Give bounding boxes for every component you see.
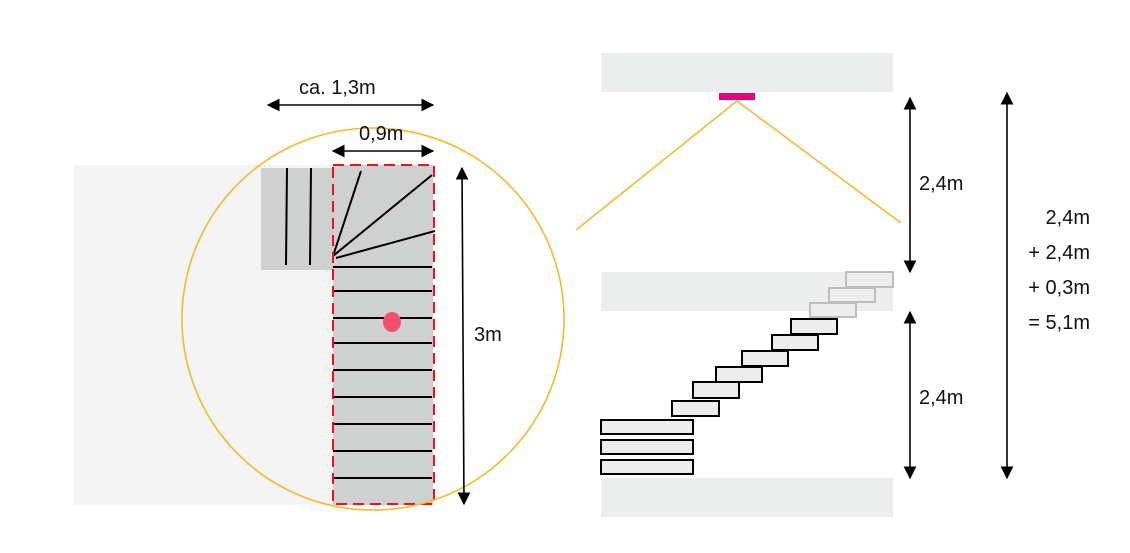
sum-line: + 2,4m: [1028, 242, 1090, 264]
stair-step: [600, 459, 694, 475]
stair-step: [809, 302, 857, 318]
stair-step: [845, 271, 894, 288]
lower-height-label: 2,4m: [919, 387, 963, 409]
landing-treads: [285, 167, 312, 266]
stair-step: [671, 400, 720, 417]
stair-width-label: 0,9m: [359, 123, 403, 145]
stair-run: [333, 165, 433, 505]
ceiling-slab: [601, 53, 893, 92]
light-cone: [575, 99, 902, 231]
section-view: 2,4m 2,4m 2,4m + 2,4m + 0,3m = 5,1m: [575, 53, 1090, 517]
sum-line: 2,4m: [1046, 207, 1090, 229]
stair-step: [600, 419, 694, 435]
clearance-circle: [181, 127, 565, 511]
outer-width-label: ca. 1,3m: [299, 77, 376, 99]
height-sum: 2,4m + 2,4m + 0,3m = 5,1m: [1028, 207, 1090, 334]
length-label: 3m: [474, 324, 502, 346]
straight-treads: [333, 266, 432, 479]
sum-line: + 0,3m: [1028, 277, 1090, 299]
upper-height-label: 2,4m: [919, 173, 963, 195]
section-steps: [600, 271, 894, 475]
stair-step: [715, 366, 763, 383]
winder-treads: [332, 170, 436, 259]
stair-step: [692, 381, 740, 399]
stair-step: [741, 350, 789, 367]
stair-step: [828, 287, 876, 303]
stair-step: [790, 318, 838, 335]
landing-area: [261, 168, 333, 270]
stair-step: [771, 334, 819, 351]
floor-slab: [601, 478, 893, 517]
sum-line: = 5,1m: [1028, 312, 1090, 334]
length-arrow: [455, 166, 471, 506]
marker-dot: [383, 312, 401, 332]
stair-step: [600, 439, 694, 455]
plan-view: ca. 1,3m 0,9m 3m: [74, 77, 565, 511]
ceiling-light: [719, 93, 755, 100]
